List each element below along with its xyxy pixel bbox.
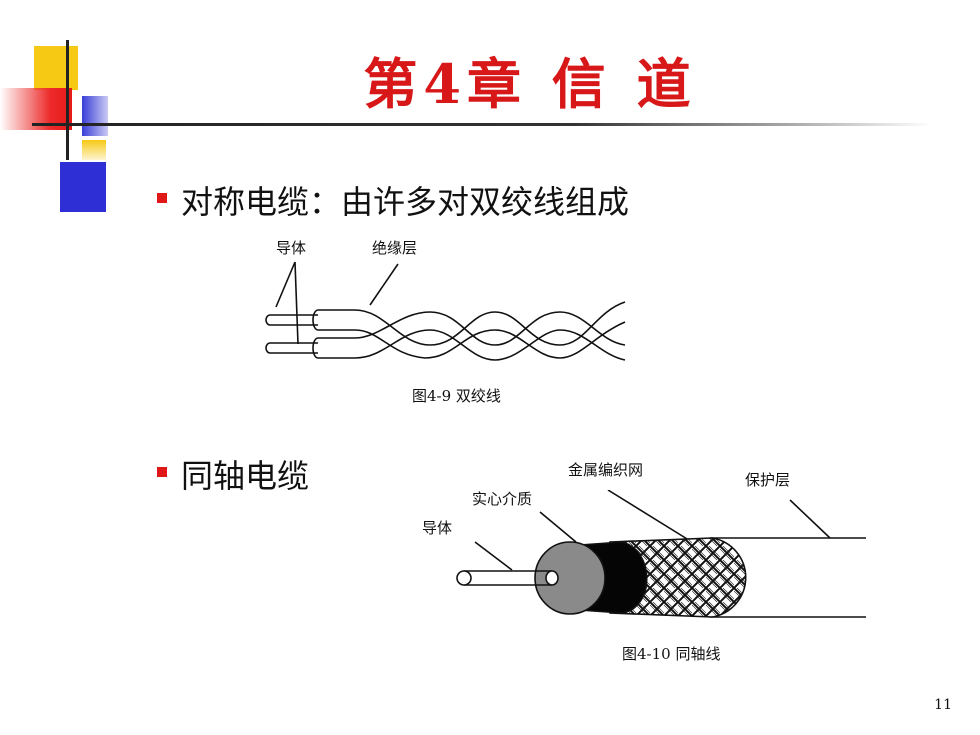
arrow-insulation (369, 263, 399, 306)
bullet-marker (157, 467, 167, 477)
decor-blue-small-square (82, 96, 108, 136)
twisted-pair-diagram (265, 261, 626, 361)
decor-vertical-line (66, 40, 69, 160)
label-conductor: 导体 (276, 239, 307, 257)
arrow-conductor-2 (294, 261, 299, 345)
title-underline (32, 123, 932, 126)
caption-coaxial: 图4-10 同轴线 (622, 645, 721, 663)
label-conductor-coax: 导体 (422, 519, 453, 537)
label-jacket: 保护层 (745, 471, 791, 489)
decor-blue-square (60, 162, 106, 212)
label-insulation: 绝缘层 (372, 239, 418, 257)
caption-twisted-pair: 图4-9 双绞线 (412, 387, 501, 405)
label-dielectric: 实心介质 (472, 490, 533, 508)
slide-title: 第4章 信 道 (363, 52, 697, 116)
bullet-text-coaxial-cable: 同轴电缆 (181, 457, 310, 495)
bullet-marker (157, 193, 167, 203)
label-braid: 金属编织网 (568, 461, 644, 479)
bullet-text-symmetric-cable: 对称电缆：由许多对双绞线组成 (181, 183, 630, 221)
decor-yellow-square (34, 46, 78, 90)
arrow-conductor-1 (275, 261, 296, 308)
decor-yellow-small-square (82, 140, 106, 160)
coaxial-cable-diagram (456, 490, 866, 618)
page-number: 11 (934, 697, 952, 713)
